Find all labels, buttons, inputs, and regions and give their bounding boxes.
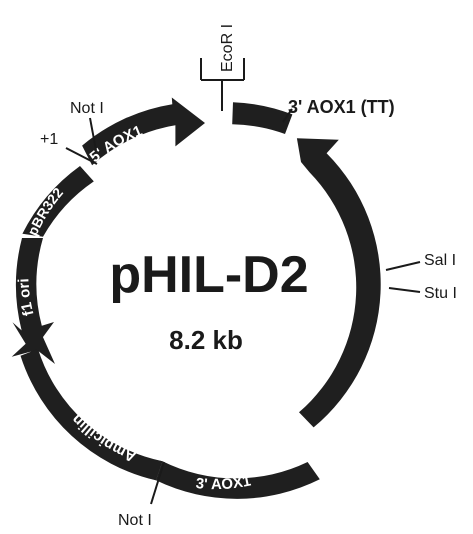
stu1-label: Stu I	[424, 285, 457, 302]
segment-3-aox1-tt	[232, 102, 293, 134]
segment-ampicillin	[11, 330, 163, 481]
plasmid-name: pHIL-D2	[109, 246, 308, 304]
segment-his4	[296, 138, 381, 428]
not1-bottom-site-marker	[150, 461, 165, 505]
plus1-marker	[65, 147, 98, 165]
aox1-tt-label: 3' AOX1 (TT)	[288, 97, 395, 117]
not1-bottom-label: Not I	[118, 512, 152, 529]
segment-pbr322	[22, 166, 94, 237]
stu1-site-marker	[388, 287, 421, 293]
ecor1-label: EcoR I	[219, 24, 236, 72]
not1-top-label: Not I	[70, 100, 104, 117]
not1-top-site-marker	[89, 117, 97, 151]
ecor1-site-marker	[200, 58, 245, 111]
segment-5-aox1	[82, 97, 205, 166]
segment-f1-ori	[12, 238, 54, 353]
segment-3-aox1	[155, 461, 320, 499]
plasmid-size: 8.2 kb	[169, 325, 243, 355]
plus1-label: +1	[40, 131, 58, 148]
aox1-tt-marker	[282, 108, 293, 123]
sal1-label: Sal I	[424, 252, 456, 269]
sal1-site-marker	[385, 261, 421, 271]
segment-label-3-aox1: 3' AOX1	[195, 472, 252, 493]
